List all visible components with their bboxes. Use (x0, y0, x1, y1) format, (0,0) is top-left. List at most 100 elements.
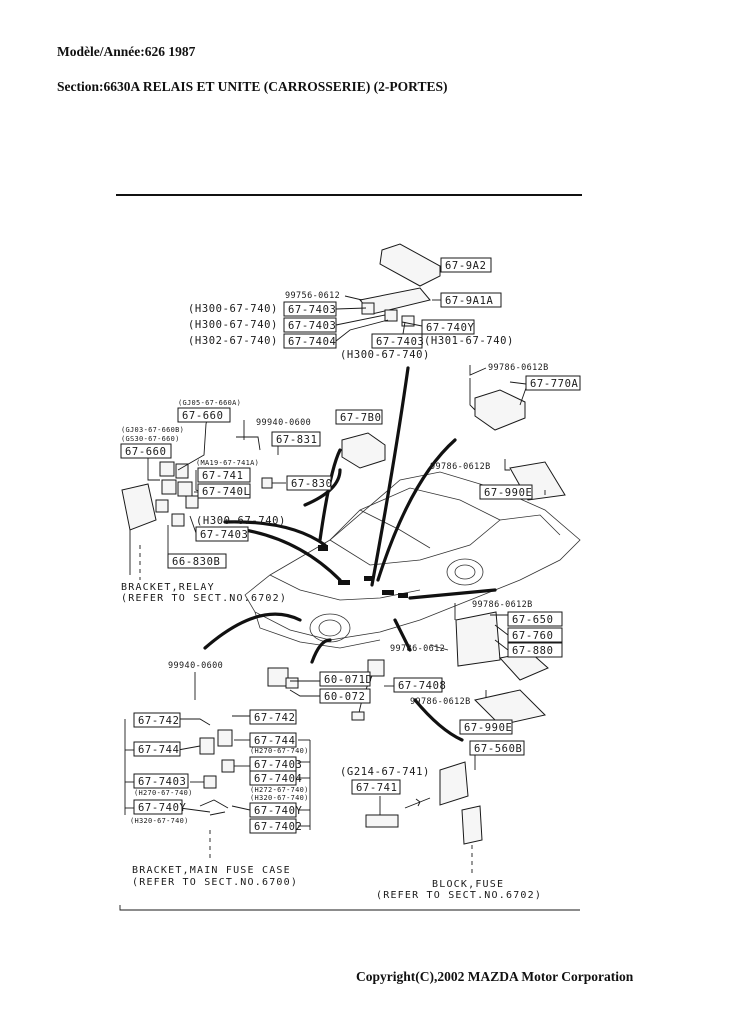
part-number-box-p-67-7403-a: 67-7403 (283, 301, 337, 317)
part-box-frame (335, 409, 383, 425)
part-number-box-p-67-740y-r: 67-740Y (249, 802, 302, 818)
part-box-frame (197, 467, 251, 483)
relay-bracket-left (121, 461, 273, 531)
part-number: 60-071D (324, 674, 372, 686)
part-box-frame (133, 799, 183, 815)
part-number-box-p-67-7b0: 67-7B0 (335, 409, 383, 425)
bottom-rule (119, 905, 580, 911)
part-number-box-p-67-9a1a: 67-9A1A (440, 292, 502, 308)
part-number: 67-7403 (376, 336, 424, 348)
fuse-741 (365, 797, 431, 828)
part-box-frame (440, 257, 492, 273)
note-bracket-fuse-1: BRACKET,MAIN FUSE CASE (132, 865, 291, 876)
part-box-frame (525, 375, 581, 391)
ref-r-gs30: (GS30-67-660) (121, 435, 180, 443)
copyright-text: Copyright(C),2002 MAZDA Motor Corporatio… (356, 969, 634, 984)
part-box-frame (197, 483, 251, 499)
part-number-box-p-67-7403-l: 67-7403 (133, 773, 189, 789)
harness-7408 (351, 659, 385, 721)
part-number: 67-760 (512, 630, 554, 642)
part-number-box-p-67-742-a: 67-742 (133, 712, 181, 728)
part-number-box-p-67-740y-top: 67-740Y (421, 319, 475, 335)
ref-r-h302: (H302-67-740) (188, 335, 278, 347)
ref-r-gj03: (GJ03-67-660B) (121, 426, 184, 434)
part-number-box-p-67-990e-top: 67-990E (479, 484, 533, 500)
fuse-case-bracket (199, 729, 235, 816)
part-number-box-p-67-741-mid: 67-741 (197, 467, 251, 483)
part-number-box-p-67-740y-l: 67-740Y (133, 799, 187, 815)
bracket-990e-bot (474, 689, 546, 726)
note-block-fuse-1: BLOCK,FUSE (432, 879, 504, 890)
part-number-box-p-67-830: 67-830 (286, 475, 333, 491)
part-number: 66-830B (172, 556, 220, 568)
section-title: Section:6630A RELAIS ET UNITE (CARROSSER… (57, 79, 448, 94)
part-number-box-p-60-072: 60-072 (319, 688, 371, 704)
part-box-frame (167, 553, 227, 569)
part-number-box-p-67-7404-top: 67-7404 (283, 333, 337, 349)
part-number: 67-831 (276, 434, 318, 446)
model-year-label: Modèle/Année:626 1987 (57, 44, 196, 59)
part-box-frame (371, 333, 423, 349)
part-number-box-p-67-660-a: 67-660 (177, 407, 231, 423)
fuse-block-560b (439, 761, 483, 845)
part-number: 67-7404 (254, 773, 302, 785)
relay-cover-top (379, 243, 442, 287)
part-box-frame (249, 709, 297, 725)
part-box-frame (249, 732, 297, 748)
part-number: 67-9A2 (445, 260, 487, 272)
ref-r-99786-b: 99786-0612B (430, 462, 491, 472)
part-number-box-p-67-741-bot: 67-741 (351, 779, 401, 795)
part-number-box-p-67-9a2: 67-9A2 (440, 257, 492, 273)
ref-r-h320-a: (H320-67-740) (250, 794, 309, 802)
part-number: 67-7403 (288, 304, 336, 316)
part-number: 67-830 (291, 478, 333, 490)
relay-7b0 (341, 432, 386, 469)
part-box-frame (133, 741, 181, 757)
note-block-fuse-2: (REFER TO SECT.NO.6702) (376, 890, 542, 901)
part-number-box-p-67-7408: 67-7408 (393, 677, 446, 693)
part-number: 67-650 (512, 614, 554, 626)
part-box-frame (283, 317, 337, 333)
car-illustration (244, 471, 581, 649)
part-number: 67-740Y (138, 802, 187, 814)
part-number-box-p-67-760: 67-760 (507, 627, 563, 643)
ref-r-99786-d: 99786-0612 (390, 644, 445, 654)
part-number-box-p-67-7403-mid: 67-7403 (195, 526, 249, 542)
part-box-frame (195, 526, 249, 542)
part-number: 67-770A (530, 378, 579, 390)
part-number-box-p-67-660-b: 67-660 (120, 443, 172, 459)
part-box-frame (177, 407, 231, 423)
ref-r-gj05: (GJ05-67-660A) (178, 399, 241, 407)
part-number-box-p-67-990e-bot: 67-990E (459, 719, 513, 735)
leader-lines (124, 265, 546, 875)
ref-r-h301: (H301-67-740) (424, 335, 514, 347)
part-number-box-p-60-071d: 60-071D (319, 671, 372, 687)
part-number-box-p-67-744-a: 67-744 (249, 732, 297, 748)
part-number: 67-744 (138, 744, 180, 756)
part-number: 67-7403 (200, 529, 248, 541)
part-number: 67-7B0 (340, 412, 382, 424)
ref-r-h300-c: (H300-67-740) (340, 349, 430, 361)
part-box-frame (507, 611, 563, 627)
ref-r-h272: (H272-67-740) (250, 786, 309, 794)
ref-r-99786-c: 99786-0612B (472, 600, 533, 610)
part-box-frame (283, 301, 337, 317)
part-box-frame (319, 688, 371, 704)
part-number: 67-7404 (288, 336, 336, 348)
part-number: 67-660 (182, 410, 224, 422)
part-number-box-p-67-831: 67-831 (271, 431, 321, 447)
ref-r-h320-b: (H320-67-740) (130, 817, 189, 825)
part-number: 67-7402 (254, 821, 302, 833)
part-number-box-p-67-744-b: 67-744 (133, 741, 181, 757)
part-number-box-p-67-7403-r: 67-7403 (249, 756, 302, 772)
relay-bracket-top (359, 287, 431, 327)
ref-r-99940-a: 99940-0600 (256, 418, 311, 428)
part-number-box-p-67-770a: 67-770A (525, 375, 581, 391)
part-box-frame (133, 712, 181, 728)
part-number: 67-9A1A (445, 295, 494, 307)
part-number: 60-072 (324, 691, 366, 703)
part-box-frame (393, 677, 443, 693)
part-number: 67-7403 (138, 776, 186, 788)
note-bracket-fuse-2: (REFER TO SECT.NO.6700) (132, 877, 298, 888)
